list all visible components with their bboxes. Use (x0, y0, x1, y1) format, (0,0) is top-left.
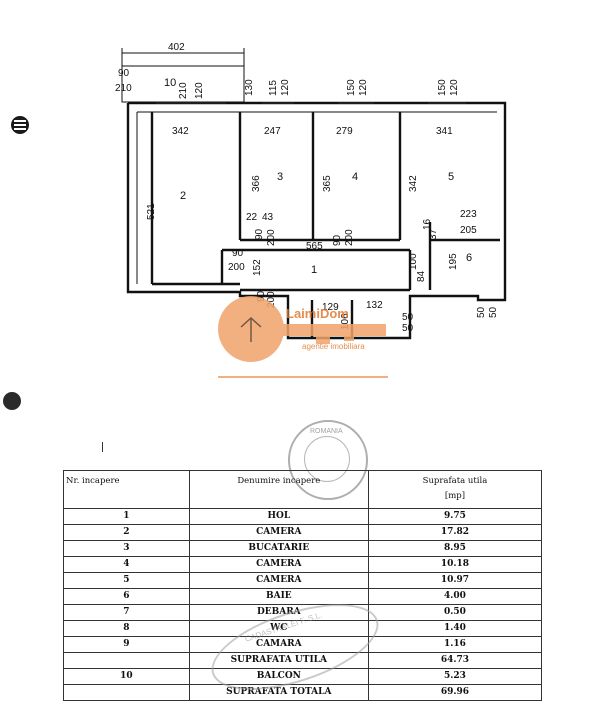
header-nr: Nr. incapere (63, 470, 190, 509)
room-number: 4 (352, 171, 358, 183)
dim-text: 150 (437, 79, 448, 96)
dim-text: 120 (449, 79, 460, 96)
dim-text: 152 (252, 259, 263, 276)
dim-text: 50 (488, 306, 499, 318)
dim-text: 22 (246, 212, 258, 223)
dim-text: 50 (402, 323, 414, 334)
room-number: 2 (180, 190, 186, 202)
dim-text: 90 (232, 248, 244, 259)
dim-text: 200 (344, 229, 355, 246)
binder-hole (11, 116, 29, 134)
binder-hole (3, 392, 21, 410)
dim-text: 120 (358, 79, 369, 96)
dim-text: 37 (428, 228, 439, 240)
room-number: 10 (164, 77, 176, 89)
agency-logo: LaimiDom agentie imobiliara (218, 296, 390, 382)
pen-mark (102, 442, 103, 452)
room-number: 1 (311, 264, 317, 276)
header-area: Suprafata utila [mp] (367, 470, 543, 509)
stamp-text: ROMANIA (310, 428, 343, 435)
room-number: 6 (466, 252, 472, 264)
dim-text: 200 (228, 262, 245, 273)
dim-text: 223 (460, 209, 477, 220)
dim-text: 205 (460, 225, 477, 236)
header-name: Denumire incapere (188, 470, 369, 509)
dim-text: 100 (408, 253, 419, 270)
dim-text: 115 (268, 80, 279, 96)
dim-text: 84 (416, 270, 427, 282)
key-tooth (344, 334, 354, 341)
dim-text: 365 (322, 175, 333, 192)
dim-text: 43 (262, 212, 274, 223)
room-number: 5 (448, 171, 454, 183)
key-tooth (316, 334, 330, 344)
dim-text: 366 (251, 175, 262, 192)
dim-text: 341 (436, 126, 453, 137)
dim-text: 200 (266, 229, 277, 246)
dim-text: 342 (408, 175, 419, 192)
room-number: 3 (277, 171, 283, 183)
outer-wall (126, 101, 507, 340)
dim-text: 247 (264, 126, 281, 137)
dim-text: 90 (254, 228, 265, 240)
dim-text: 130 (244, 79, 255, 96)
floor-plan: 402 10 90 210 210 120 130 115 120 150 12… (115, 42, 507, 382)
dim-text: 342 (172, 126, 189, 137)
dim-text: 200 (266, 291, 277, 308)
dim-text: 50 (402, 312, 414, 323)
dim-text: 120 (194, 82, 205, 99)
dim-text: 402 (168, 42, 185, 53)
dim-text: 150 (346, 79, 357, 96)
dim-text: 210 (115, 83, 132, 94)
agency-tagline: agentie imobiliara (302, 342, 365, 351)
dim-text: 565 (306, 241, 323, 252)
roof-mark-icon (240, 316, 262, 342)
table-header-row: Nr. incapere Denumire incapere Suprafata… (63, 470, 543, 509)
dim-text: 195 (448, 253, 459, 270)
dim-text: 210 (178, 82, 189, 99)
dim-text: 90 (332, 234, 343, 246)
dim-text: 90 (256, 290, 267, 302)
dim-text: 521 (146, 203, 157, 220)
key-shaft (276, 324, 386, 336)
dim-text: 132 (366, 300, 383, 311)
agency-brand: LaimiDom (286, 306, 349, 321)
dim-text: 120 (280, 79, 291, 96)
dim-text: 50 (476, 306, 487, 318)
dim-text: 90 (118, 68, 130, 79)
dim-text: 16 (422, 218, 433, 230)
floor-plan-drawing: 402 10 90 210 210 120 130 115 120 150 12… (115, 42, 507, 340)
dim-text: 129 (322, 302, 339, 313)
dim-text: 106 (340, 313, 351, 330)
dim-text: 279 (336, 126, 353, 137)
logo-underline (218, 376, 388, 378)
